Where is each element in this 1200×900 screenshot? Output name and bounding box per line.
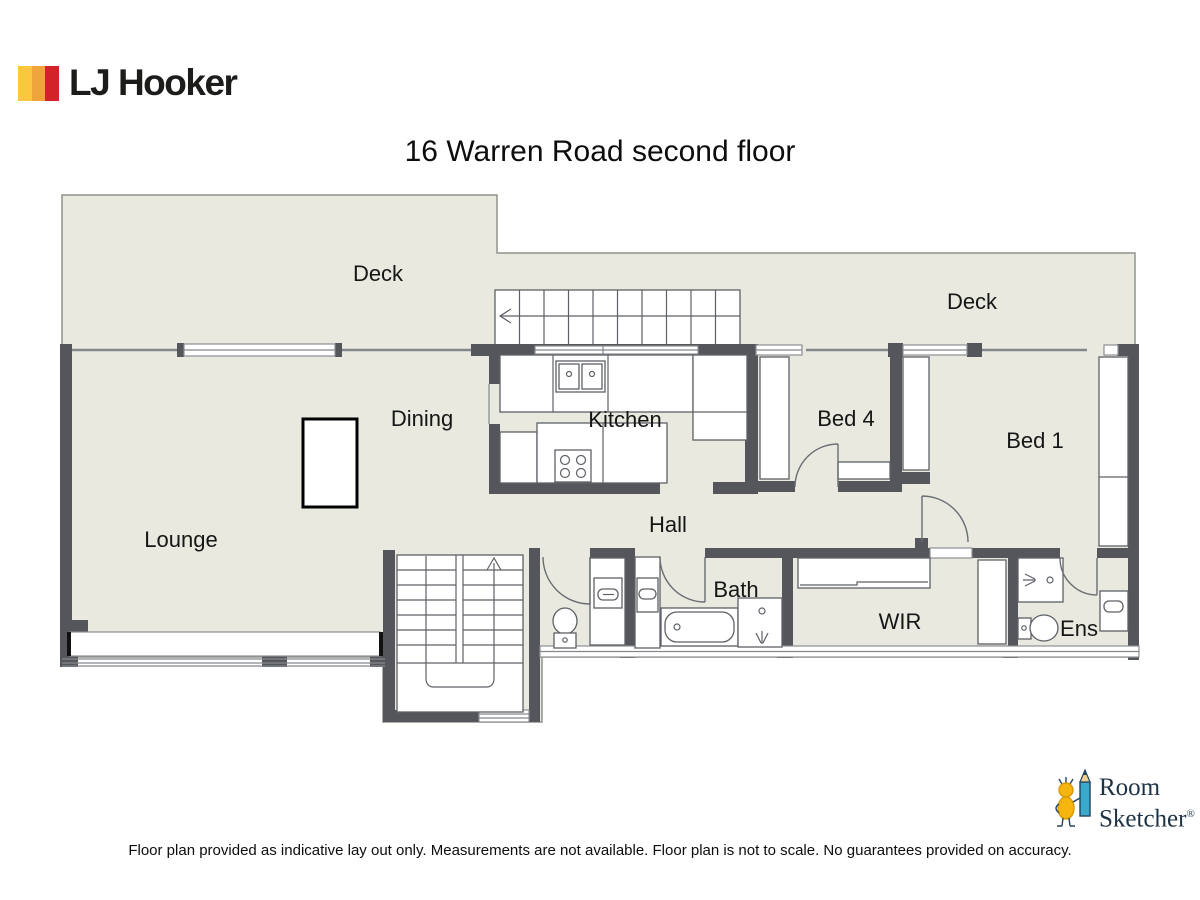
wardrobes	[759, 356, 1129, 645]
room-label-bed4: Bed 4	[817, 406, 875, 431]
disclaimer-text: Floor plan provided as indicative lay ou…	[128, 842, 1072, 859]
wc-vanity-icon	[589, 557, 626, 646]
room-label-hall: Hall	[649, 512, 687, 537]
wc-toilet-icon	[552, 607, 578, 649]
ljhooker-stripes-icon	[18, 65, 60, 101]
kitchen-fixtures	[499, 354, 748, 484]
room-label-deck-left: Deck	[353, 261, 404, 286]
roomsketcher-logo: Room Sketcher®	[1052, 768, 1195, 832]
room-label-wir: WIR	[879, 609, 922, 634]
stove-icon	[554, 449, 592, 483]
roomsketcher-line2: Sketcher	[1099, 805, 1187, 833]
shower-icon	[737, 597, 783, 648]
room-label-lounge: Lounge	[144, 527, 217, 552]
room-label-deck-right: Deck	[947, 289, 998, 314]
roomsketcher-line1: Room	[1099, 774, 1161, 801]
ensuite-toilet-icon	[1017, 614, 1059, 642]
page-title: 16 Warren Road second floor	[404, 135, 796, 168]
room-labels: Deck Deck Dining Kitchen Bed 4 Bed 1 Lou…	[144, 261, 1098, 641]
room-label-ens: Ens	[1060, 616, 1098, 641]
walls	[60, 343, 1139, 722]
brand-name: LJ Hooker	[69, 62, 238, 103]
bathroom-fixtures	[552, 556, 1129, 649]
roomsketcher-wordmark: Room Sketcher®	[1099, 774, 1195, 832]
room-label-kitchen: Kitchen	[588, 407, 661, 432]
bath-vanity-icon	[634, 556, 661, 649]
ensuite-shower-icon	[1017, 557, 1064, 603]
ljhooker-logo: LJ Hooker	[18, 62, 238, 104]
room-label-bath: Bath	[713, 577, 758, 602]
doors	[542, 443, 1098, 605]
room-label-dining: Dining	[391, 406, 453, 431]
registered-mark: ®	[1186, 808, 1195, 820]
bathtub-icon	[660, 607, 739, 647]
ensuite-vanity-icon	[1099, 590, 1129, 632]
staircase-icon	[396, 554, 524, 713]
roomsketcher-mascot-icon	[1055, 768, 1091, 827]
windows	[62, 343, 1140, 723]
room-label-bed1: Bed 1	[1006, 428, 1064, 453]
kitchen-sink-icon	[555, 360, 606, 393]
dining-table	[301, 417, 359, 509]
deck-stairs-icon	[494, 289, 741, 346]
